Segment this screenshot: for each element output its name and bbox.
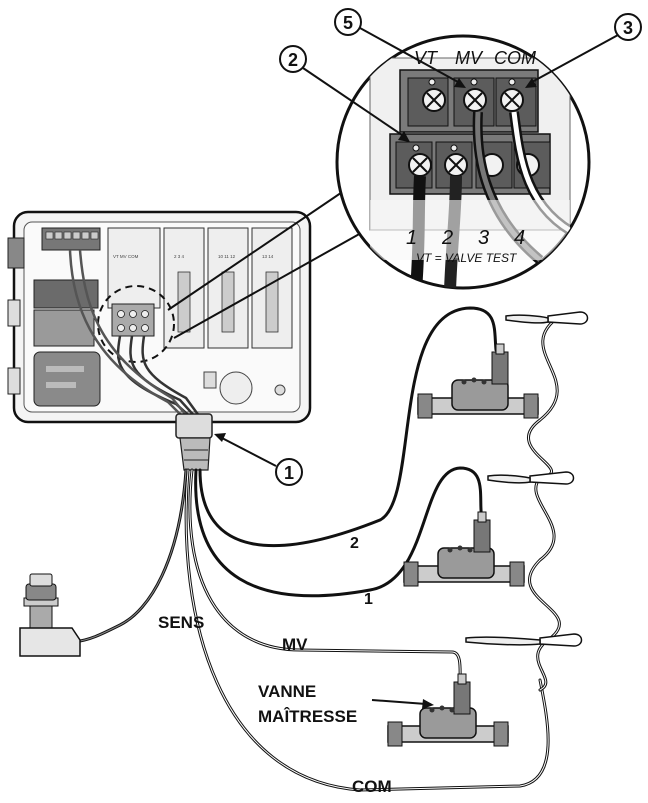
callout-1: 1 [284,463,294,483]
svg-text:VT MV COM: VT MV COM [113,254,139,259]
rain-sensor [19,573,81,657]
zoom-station-1: 1 [406,227,417,249]
svg-text:2 3 4: 2 3 4 [174,254,185,259]
zoom-station-3: 3 [478,227,489,249]
zoom-terminal-com: COM [494,48,536,68]
callout-5: 5 [343,13,353,33]
master-valve-label-line2: MAÎTRESSE [258,707,357,726]
valve-station-2 [417,343,539,419]
master-valve-label-line1: VANNE [258,682,316,701]
zoom-bottom-text: VT = VALVE TEST [416,251,518,265]
wire-connectors [465,311,589,647]
wire-label-station-1: 1 [364,591,373,608]
zoom-connector-lines [167,179,371,339]
terminal-zoom-detail: VT MV COM 1 2 3 4 VT = VALVE TEST [335,34,591,290]
wire-label-sens: SENS [158,613,204,632]
zoom-terminal-mv: MV [455,48,484,68]
wire-label-mv: MV [282,635,308,654]
callout-3: 3 [623,18,633,38]
svg-text:10 11 12: 10 11 12 [218,254,236,259]
zoom-station-2: 2 [441,227,453,249]
callouts: 2 5 3 1 [214,8,642,486]
zoom-terminal-vt: VT [414,48,439,68]
master-valve [371,673,509,747]
svg-text:13 14: 13 14 [262,254,274,259]
wire-label-com: COM [352,777,392,796]
wire-label-station-2: 2 [350,535,359,552]
valve-station-1 [403,511,525,587]
controller-unit: VT MV COM 2 3 4 10 11 12 13 14 [7,210,312,471]
callout-2: 2 [288,50,298,70]
field-wires [72,306,562,792]
zoom-station-4: 4 [514,227,525,249]
